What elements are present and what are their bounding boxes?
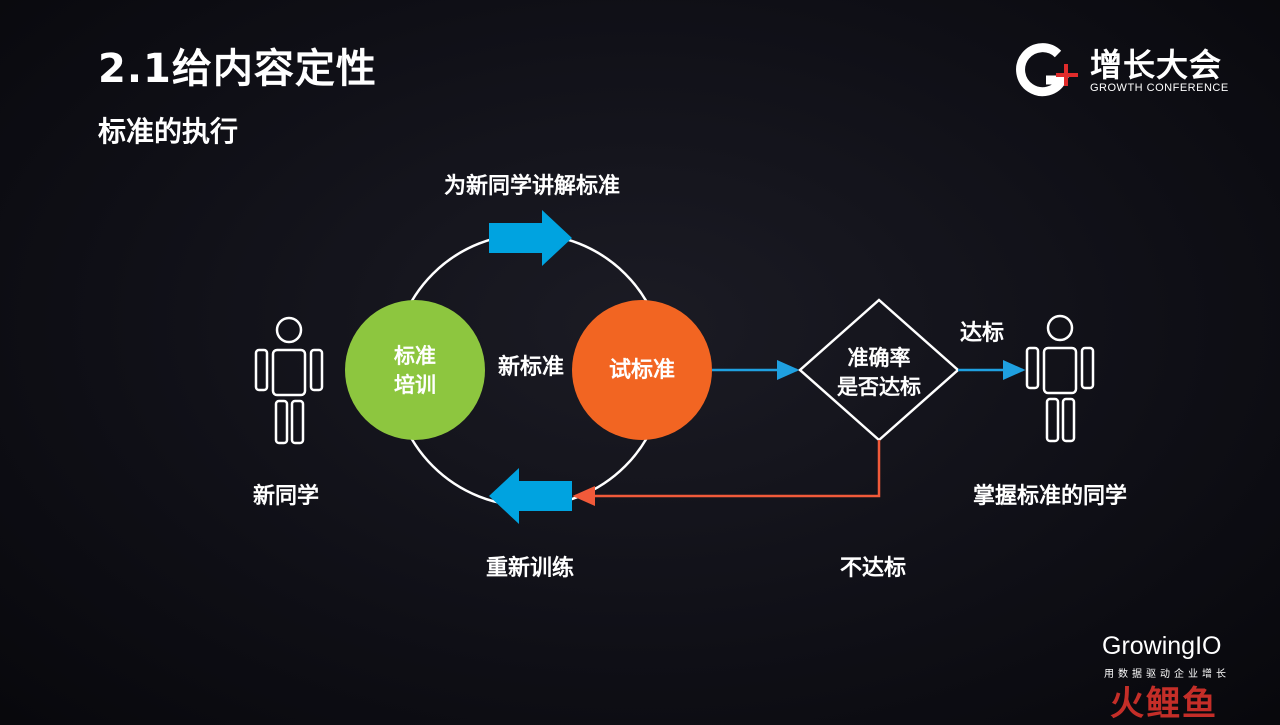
fail-connector [572,440,881,506]
watermark: 火鲤鱼 [1110,684,1218,724]
new-student-label: 新同学 [253,483,319,509]
top-label: 为新同学讲解标准 [444,173,620,199]
center-label: 新标准 [498,354,564,380]
arrow-left-icon [489,468,572,524]
training-node-label-line2: 培训 [394,373,436,397]
arrow-right-icon [489,210,572,266]
decision-label-line2: 是否达标 [837,375,921,399]
logo-english-text: GROWTH CONFERENCE [1090,82,1229,94]
fail-label: 不达标 [840,555,906,581]
qualified-student-label: 掌握标准的同学 [973,483,1127,509]
page-subtitle: 标准的执行 [98,115,239,148]
growth-conference-logo: 增长大会 GROWTH CONFERENCE [1016,40,1246,98]
training-node [345,300,485,440]
growingio-brand: GrowingIO [1102,632,1222,660]
training-node-label-line1: 标准 [394,344,436,368]
growingio-tagline: 用数据驱动企业增长 [1104,669,1230,680]
g-plus-logo-icon [1016,43,1078,97]
decision-label-line1: 准确率 [848,346,911,370]
trial-node-label: 试标准 [609,357,675,383]
trial-node [572,300,712,440]
decision-diamond [798,298,960,442]
pass-label: 达标 [960,320,1004,346]
page-title: 2.1给内容定性 [98,46,377,92]
logo-chinese-text: 增长大会 [1090,46,1223,84]
person-icon [1025,314,1095,443]
bottom-label: 重新训练 [486,555,574,581]
person-icon [254,316,324,445]
